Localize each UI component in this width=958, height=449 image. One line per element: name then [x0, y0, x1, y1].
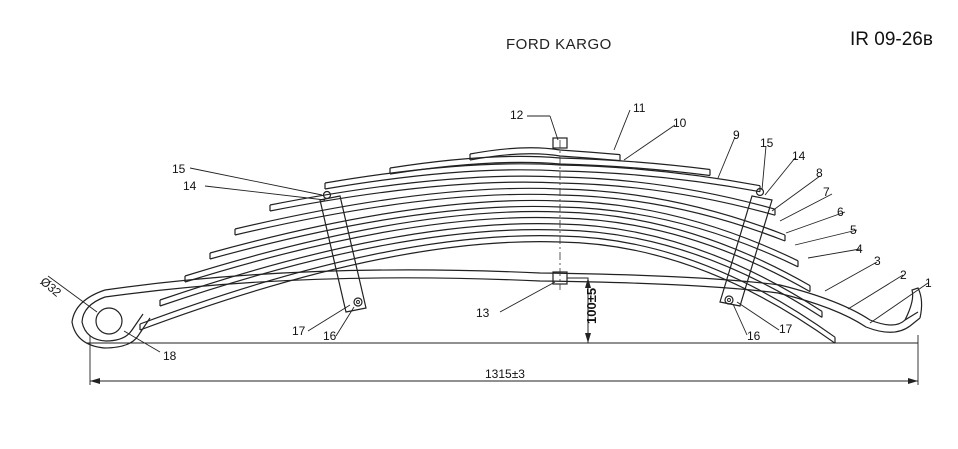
leaf-top-1: [469, 147, 621, 156]
callout-7: 7: [823, 185, 830, 199]
leaf-bottom-3: [324, 169, 761, 193]
callout-16-right: 16: [747, 329, 761, 343]
leader-lines: [47, 109, 929, 337]
leaf-top-7: [184, 210, 811, 287]
leaf-bottom-5: [234, 193, 786, 242]
callout-11: 11: [633, 101, 646, 115]
callout-12: 12: [510, 108, 524, 122]
callout-2: 2: [900, 268, 907, 282]
left-clip: [319, 190, 367, 313]
length-dimension: [89, 335, 919, 385]
leaf-bottom-1: [469, 153, 621, 162]
length-label: 1315±3: [485, 367, 525, 381]
diameter-label: Ø32: [38, 274, 65, 300]
height-label: 100±5: [584, 288, 599, 324]
leaf-bottom-7: [184, 216, 811, 293]
callout-4: 4: [856, 242, 863, 256]
height-dimension: [585, 278, 591, 343]
callout-10: 10: [673, 116, 687, 130]
callout-15-right: 15: [760, 136, 774, 150]
callout-13: 13: [476, 306, 490, 320]
drawing-title: FORD KARGO: [506, 36, 612, 53]
callout-18: 18: [163, 349, 177, 363]
callout-5: 5: [850, 223, 857, 237]
spring-leaves: [139, 147, 836, 344]
callout-15-left: 15: [172, 162, 186, 176]
leaf-bottom-8: [159, 229, 823, 318]
leaf-bottom-4: [269, 181, 776, 216]
callout-16-left: 16: [323, 329, 337, 343]
leaf-bottom-9: [139, 241, 836, 344]
main-leaf: [104, 269, 923, 333]
spring-eye: [71, 289, 161, 353]
callout-17-left: 17: [292, 324, 306, 338]
center-bolt-head: [552, 137, 568, 149]
callout-14-right: 14: [792, 149, 806, 163]
callout-8: 8: [816, 166, 823, 180]
callout-17-right: 17: [779, 322, 793, 336]
leaf-top-3: [324, 163, 761, 187]
leaf-top-4: [269, 175, 776, 210]
leaf-top-8: [159, 223, 823, 312]
right-clip: [719, 187, 773, 307]
callout-14-left: 14: [183, 179, 197, 193]
leaf-bottom-6: [209, 205, 799, 268]
leaf-top-9: [139, 235, 836, 338]
callout-3: 3: [874, 254, 881, 268]
part-code: IR 09-26в: [850, 29, 933, 50]
callout-9: 9: [733, 128, 740, 142]
callout-6: 6: [837, 205, 844, 219]
callout-1: 1: [925, 276, 932, 290]
